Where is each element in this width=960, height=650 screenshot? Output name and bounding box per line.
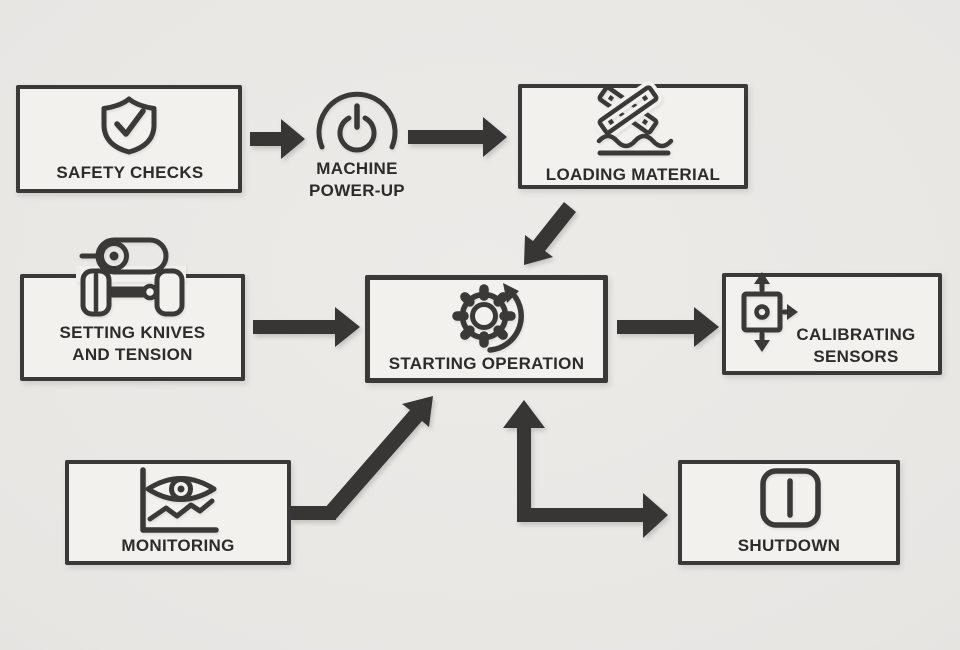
label-machine-power-up: MACHINE POWER-UP (277, 158, 437, 201)
gear-rotation-icon (452, 283, 524, 353)
power-button-icon (316, 91, 398, 153)
label-setting-knives-line2: AND TENSION (72, 344, 193, 364)
edge-monitoring-to-starting (324, 396, 433, 519)
label-setting-knives: SETTING KNIVES AND TENSION (20, 322, 245, 365)
label-calibrating-sensors: CALIBRATING SENSORS (786, 324, 926, 368)
edge-starting-to-calibrating (617, 307, 719, 347)
icons-layer (76, 81, 821, 533)
edge-safety-to-powerup (250, 119, 305, 159)
crossed-planks-icon (593, 81, 674, 156)
edge-knives-to-starting (253, 307, 360, 347)
roller-tension-icon (76, 237, 186, 317)
label-calibrating-sensors-line1: CALIBRATING (796, 325, 916, 344)
node-calibrating-sensors (722, 273, 942, 375)
edge-loading-to-starting (524, 202, 576, 265)
label-loading-material: LOADING MATERIAL (545, 165, 721, 184)
label-machine-power-up-line2: POWER-UP (309, 180, 405, 200)
calibration-axes-icon (741, 272, 798, 352)
label-monitoring: MONITORING (121, 536, 235, 555)
label-setting-knives-line1: SETTING KNIVES (59, 323, 206, 342)
node-safety-checks (16, 85, 242, 193)
label-machine-power-up-line1: MACHINE (316, 159, 398, 178)
label-safety-checks: SAFETY CHECKS (56, 163, 204, 182)
eye-chart-icon (140, 467, 219, 533)
shield-check-icon (101, 96, 157, 155)
label-calibrating-sensors-line2: SENSORS (813, 347, 899, 366)
edge-junction-to-starting-and-shutdown (503, 400, 668, 538)
power-switch-icon (760, 468, 821, 528)
label-starting-operation: STARTING OPERATION (388, 354, 585, 373)
edge-powerup-to-loading (408, 117, 507, 157)
edges-layer (250, 117, 719, 538)
label-shutdown: SHUTDOWN (737, 536, 841, 555)
